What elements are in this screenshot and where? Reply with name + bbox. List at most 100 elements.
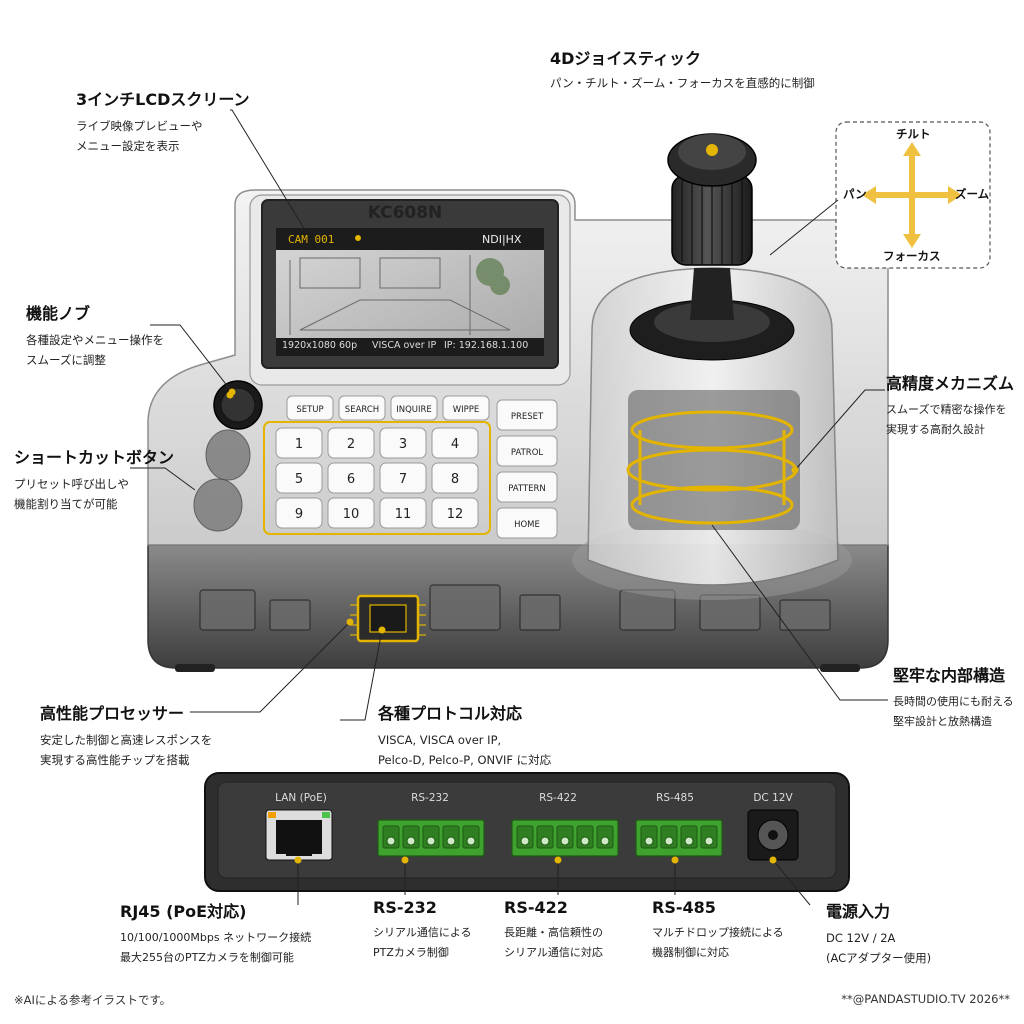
screen-resolution: 1920x1080 60p xyxy=(282,340,358,351)
callout-line: PTZカメラ制御 xyxy=(373,946,449,959)
function-key-label: INQUIRE xyxy=(396,405,432,415)
callout-line: VISCA, VISCA over IP, xyxy=(378,733,502,747)
callout-line: (ACアダプター使用) xyxy=(826,951,932,965)
callout-line: 安定した制御と高速レスポンスを xyxy=(40,733,213,747)
number-key-label: 1 xyxy=(295,437,303,452)
side-key-pattern[interactable]: PATTERN xyxy=(496,471,558,503)
callout-title: 各種プロトコル対応 xyxy=(378,704,523,723)
callout-joystick: 4Dジョイスティック パン・チルト・ズーム・フォーカスを直感的に制御 xyxy=(550,45,815,93)
number-key-5[interactable]: 5 xyxy=(275,462,323,494)
port-dc-label: DC 12V xyxy=(753,792,793,804)
lcd-screen xyxy=(261,199,559,369)
callout-shortcut: ショートカットボタン プリセット呼び出しや 機能割り当てが可能 xyxy=(14,444,174,514)
port-rs422-label: RS-422 xyxy=(539,792,577,804)
port-lan-label: LAN (PoE) xyxy=(275,792,327,804)
callout-mechanism: 高精度メカニズム スムーズで精密な操作を 実現する高耐久設計 xyxy=(886,370,1014,440)
callout-power: 電源入力 DC 12V / 2A (ACアダプター使用) xyxy=(826,898,931,968)
port-rs485-label: RS-485 xyxy=(656,792,694,804)
model-label: KC608N xyxy=(367,203,443,223)
number-key-2[interactable]: 2 xyxy=(327,427,375,459)
callout-title: 4Dジョイスティック xyxy=(550,49,701,68)
callout-line: ライブ映像プレビューや xyxy=(76,119,203,133)
number-key-12[interactable]: 12 xyxy=(431,497,479,529)
terminal-block-3 xyxy=(635,819,723,857)
number-key-8[interactable]: 8 xyxy=(431,462,479,494)
number-key-1[interactable]: 1 xyxy=(275,427,323,459)
callout-title: RJ45 (PoE対応) xyxy=(120,902,247,921)
leader-dots xyxy=(228,388,799,864)
number-key-label: 7 xyxy=(399,472,407,487)
callout-line: 実現する高性能チップを搭載 xyxy=(40,753,190,767)
callout-line: 堅牢設計と放熱構造 xyxy=(893,715,992,728)
number-key-label: 3 xyxy=(399,437,407,452)
callout-line: 長距離・高信頼性の xyxy=(504,926,603,939)
side-key-patrol[interactable]: PATROL xyxy=(496,435,558,467)
leader-lines xyxy=(130,109,888,906)
number-key-10[interactable]: 10 xyxy=(327,497,375,529)
function-key-search[interactable]: SEARCH xyxy=(338,395,386,421)
function-key-inquire[interactable]: INQUIRE xyxy=(390,395,438,421)
callout-line: 実現する高耐久設計 xyxy=(886,423,985,436)
callout-line: シリアル通信に対応 xyxy=(504,946,603,959)
number-key-label: 5 xyxy=(295,472,303,487)
side-key-label: HOME xyxy=(514,520,540,530)
callout-lcd: 3インチLCDスクリーン ライブ映像プレビューや メニュー設定を表示 xyxy=(76,86,250,156)
callout-rj45: RJ45 (PoE対応) 10/100/1000Mbps ネットワーク接続 最大… xyxy=(120,898,311,968)
callout-line: 機能割り当てが可能 xyxy=(14,497,118,511)
function-knob xyxy=(193,380,263,532)
number-key-label: 8 xyxy=(451,472,459,487)
callout-processor: 高性能プロセッサー 安定した制御と高速レスポンスを 実現する高性能チップを搭載 xyxy=(40,700,212,770)
number-key-label: 9 xyxy=(295,507,303,522)
callout-line: プリセット呼び出しや xyxy=(14,477,129,491)
function-key-label: WIPPE xyxy=(453,405,480,415)
number-key-6[interactable]: 6 xyxy=(327,462,375,494)
number-key-label: 2 xyxy=(347,437,355,452)
rj45-port xyxy=(265,809,333,861)
footer-credit: **@PANDASTUDIO.TV 2026** xyxy=(841,992,1010,1006)
number-key-3[interactable]: 3 xyxy=(379,427,427,459)
number-key-11[interactable]: 11 xyxy=(379,497,427,529)
callout-line: パン・チルト・ズーム・フォーカスを直感的に制御 xyxy=(550,76,815,90)
callout-line: シリアル通信による xyxy=(373,926,472,939)
shortcut-highlight xyxy=(263,421,491,535)
callout-line: マルチドロップ接続による xyxy=(652,926,784,939)
callout-title: 電源入力 xyxy=(826,902,891,921)
callout-title: RS-232 xyxy=(373,898,437,917)
callout-title: 高性能プロセッサー xyxy=(40,704,185,723)
direction-tilt: チルト xyxy=(896,127,931,141)
function-key-setup[interactable]: SETUP xyxy=(286,395,334,421)
direction-zoom: ズーム xyxy=(955,187,990,201)
number-key-7[interactable]: 7 xyxy=(379,462,427,494)
number-key-label: 10 xyxy=(343,507,360,522)
joystick xyxy=(667,133,757,320)
callout-structure: 堅牢な内部構造 長時間の使用にも耐える 堅牢設計と放熱構造 xyxy=(893,662,1014,732)
screen-ip: IP: 192.168.1.100 xyxy=(444,340,529,351)
callout-title: ショートカットボタン xyxy=(14,448,175,467)
callout-line: 最大255台のPTZカメラを制御可能 xyxy=(120,951,294,964)
number-key-label: 12 xyxy=(447,507,464,522)
number-key-4[interactable]: 4 xyxy=(431,427,479,459)
callout-rs232: RS-232 シリアル通信による PTZカメラ制御 xyxy=(373,898,472,963)
callout-line: 各種設定やメニュー操作を xyxy=(26,333,164,347)
joystick-dome xyxy=(572,267,852,600)
back-panel xyxy=(204,772,850,892)
callout-rs485: RS-485 マルチドロップ接続による 機器制御に対応 xyxy=(652,898,784,963)
direction-pan: パン xyxy=(843,187,867,201)
number-key-label: 6 xyxy=(347,472,355,487)
side-key-home[interactable]: HOME xyxy=(496,507,558,539)
callout-title: 機能ノブ xyxy=(26,304,91,323)
callout-line: DC 12V / 2A xyxy=(826,931,896,945)
number-key-9[interactable]: 9 xyxy=(275,497,323,529)
side-key-label: PATTERN xyxy=(508,484,546,494)
number-key-label: 11 xyxy=(395,507,412,522)
callout-line: 10/100/1000Mbps ネットワーク接続 xyxy=(120,931,312,944)
callout-title: RS-485 xyxy=(652,898,716,917)
callout-title: 高精度メカニズム xyxy=(886,374,1015,393)
side-key-preset[interactable]: PRESET xyxy=(496,399,558,431)
callout-rs422: RS-422 長距離・高信頼性の シリアル通信に対応 xyxy=(504,898,603,963)
function-key-wippe[interactable]: WIPPE xyxy=(442,395,490,421)
screen-cam-label: CAM 001 xyxy=(288,233,335,246)
callout-line: 長時間の使用にも耐える xyxy=(893,695,1014,708)
